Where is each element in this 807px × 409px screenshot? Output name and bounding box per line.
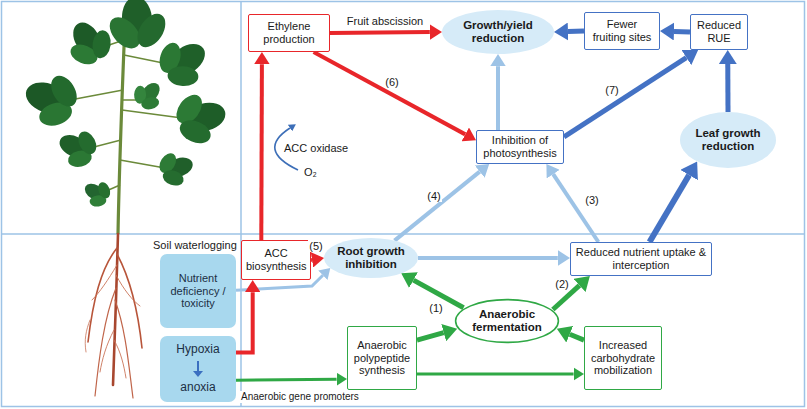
arrow-connector (553, 174, 598, 242)
arrow-connector (395, 172, 480, 241)
ellipse-outline (442, 10, 554, 54)
molecule-label: O₂ (304, 166, 317, 179)
node-text: ACC biosynthesis (246, 247, 306, 272)
effect-ellipse: Leaf growth reduction (680, 112, 776, 168)
process-box: Increased carbohydrate mobilization (584, 326, 662, 390)
stress-box: Nutrient deficiency / toxicity (160, 254, 236, 328)
arrow-connector (236, 378, 337, 382)
arrow-connector (564, 58, 686, 137)
arrow-connector (496, 66, 500, 130)
process-box: Ethylene production (248, 14, 330, 52)
effect-ellipse: Root growth inhibition (324, 238, 418, 278)
node-text: Nutrient deficiency / toxicity (164, 272, 232, 310)
plant-stem (118, 22, 125, 234)
process-ellipse: Anaerobic fermentation (454, 298, 560, 344)
effect-ellipse: Growth/yield reduction (442, 10, 554, 54)
process-box: ACC biosynthesis (241, 240, 311, 280)
arrow-connector (259, 64, 264, 240)
arrow-connector (236, 292, 253, 352)
arrow-connector (568, 29, 584, 35)
node-text: Fewer fruiting sites (589, 18, 655, 43)
arrow-connector (725, 64, 730, 112)
ellipse-outline (456, 300, 559, 343)
process-box: Inhibition of photosynthesis (476, 130, 564, 164)
enzyme-label: ACC oxidase (284, 142, 348, 155)
arrow-symbol (197, 361, 199, 372)
node-text: Reduced RUE (695, 19, 743, 44)
process-box: Reduced nutrient uptake & interception (570, 242, 712, 276)
arrow-symbol (193, 371, 203, 377)
node-text: Inhibition of photosynthesis (481, 134, 559, 159)
panel-divider (240, 2, 242, 407)
callout-number: (4) (426, 190, 441, 203)
ellipse-outline (324, 238, 418, 278)
callout-number: (1) (428, 302, 443, 315)
node-text: Ethylene production (253, 20, 325, 45)
arrow-connector (417, 333, 444, 340)
arrow-symbol (192, 360, 204, 378)
callout-number: (3) (584, 194, 599, 207)
annotation-label: Soil waterlogging (153, 239, 237, 252)
plant-leaves (16, 0, 233, 214)
callout-number: (2) (554, 278, 569, 291)
callout-number: (7) (604, 84, 619, 97)
arrow-connector (417, 373, 574, 376)
arrow-connector (570, 334, 584, 340)
node-text: Increased carbohydrate mobilization (589, 339, 657, 377)
callout-number: Fruit abscission (346, 15, 424, 28)
edge-label: Anaerobic gene promoters (240, 391, 360, 403)
arrow-connector (314, 52, 466, 134)
process-box: Fewer fruiting sites (584, 12, 660, 50)
node-text: Anaerobic polypeptide synthesis (352, 339, 412, 377)
ellipse-outline (680, 112, 776, 168)
node-text: Growth/yield reduction (455, 19, 541, 45)
arrow-connector (330, 30, 430, 35)
process-box: Anaerobic polypeptide synthesis (347, 326, 417, 390)
arrow-connector (674, 29, 690, 35)
node-text: Root growth inhibition (335, 245, 407, 271)
arrow-connector (418, 256, 558, 260)
node-text: Reduced nutrient uptake & interception (575, 246, 707, 271)
node-text: Anaerobic fermentation (467, 308, 547, 334)
node-text: Leaf growth reduction (692, 127, 764, 153)
stress-box: Hypoxia anoxia (160, 336, 236, 402)
callout-number: (5) (308, 240, 323, 253)
callout-number: (6) (384, 76, 399, 89)
node-text: anoxia (180, 381, 215, 395)
node-text: Hypoxia (176, 343, 219, 357)
plant-roots (85, 234, 142, 398)
process-box: Reduced RUE (690, 14, 748, 50)
arrow-connector (650, 175, 690, 242)
